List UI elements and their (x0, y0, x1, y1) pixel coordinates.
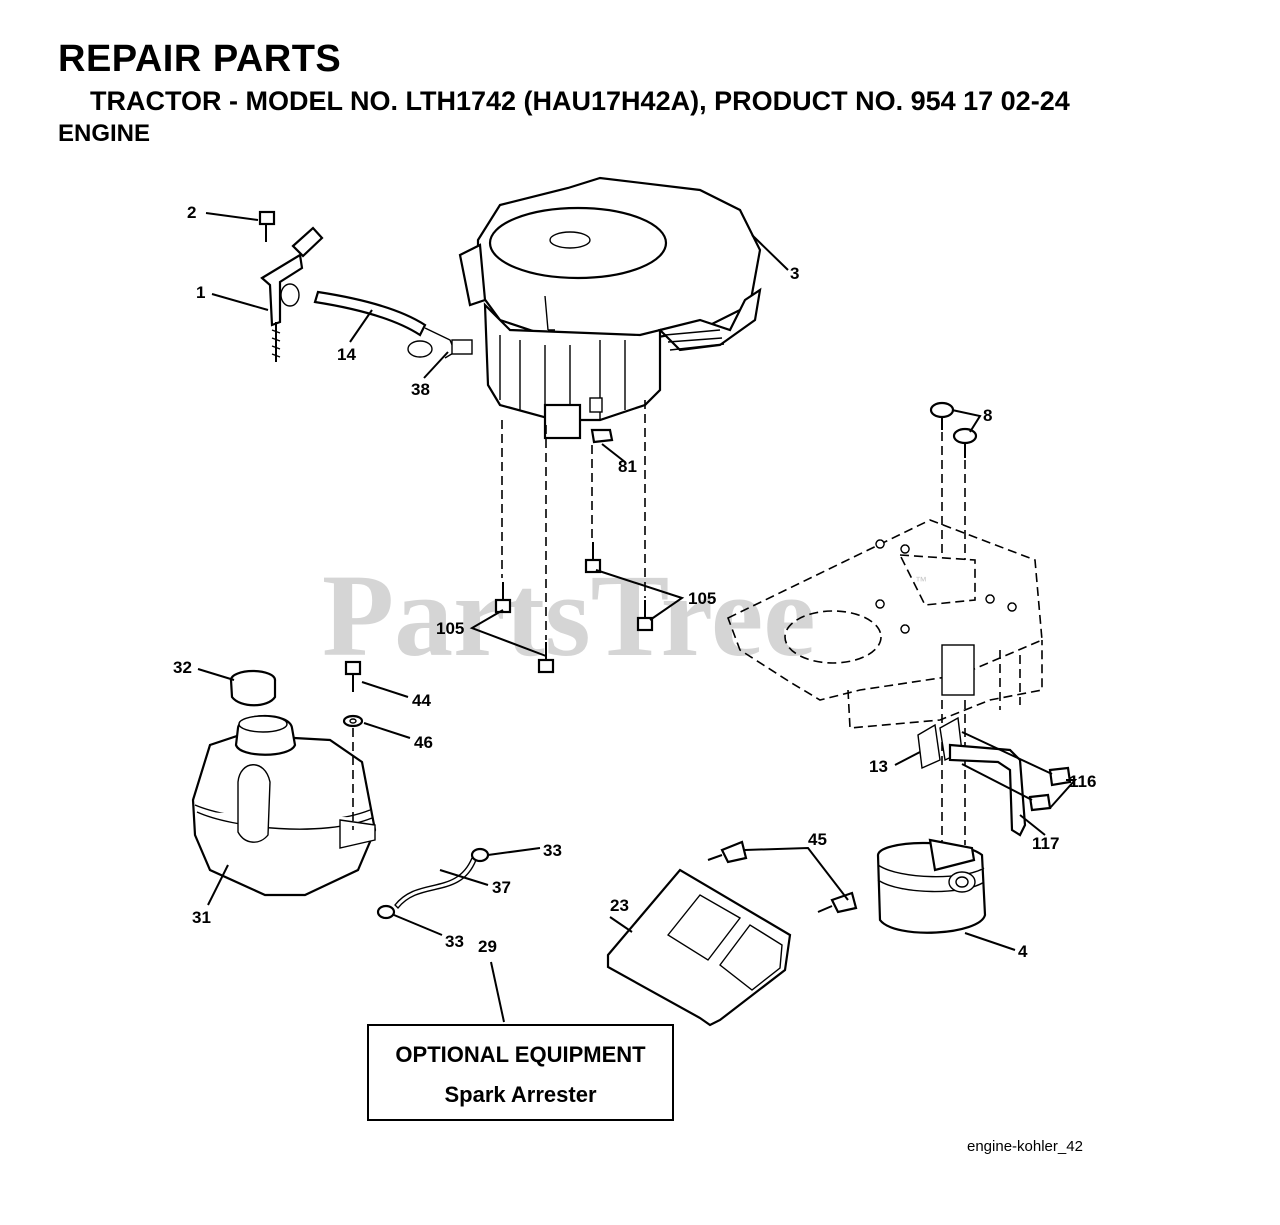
leader-4 (964, 932, 1016, 951)
leader-8 (951, 409, 982, 433)
leader-38 (423, 351, 449, 379)
bolts-105 (494, 542, 654, 674)
throttle-bracket (258, 210, 324, 362)
callout-44: 44 (412, 691, 431, 710)
section-title: ENGINE (58, 120, 151, 147)
page-title: REPAIR PARTS (58, 38, 342, 80)
model-subtitle: TRACTOR - MODEL NO. LTH1742 (HAU17H42A),… (90, 86, 1070, 116)
frame-bolts-8 (929, 401, 978, 458)
tractor-frame (726, 519, 1043, 729)
optional-equipment-item: Spark Arrester (444, 1082, 597, 1107)
muffler (876, 838, 987, 934)
watermark-trademark: ™ (915, 574, 927, 588)
callout-37: 37 (492, 878, 511, 897)
callout-14: 14 (337, 345, 356, 364)
callout-1: 1 (196, 283, 205, 302)
leader-117 (1019, 814, 1046, 836)
leader-32 (197, 668, 235, 681)
leader-46 (363, 722, 411, 739)
diagram-reference: engine-kohler_42 (967, 1138, 1083, 1155)
leader-14 (349, 309, 373, 343)
callout-3: 3 (790, 264, 799, 283)
nut-81 (590, 428, 614, 444)
tank-screw (342, 660, 364, 728)
callout-4: 4 (1018, 942, 1028, 961)
watermark-text: PartsTree (322, 550, 816, 681)
fuel-tank (191, 669, 377, 897)
callout-117: 117 (1032, 834, 1059, 853)
optional-equipment-box: OPTIONAL EQUIPMENT Spark Arrester (367, 1024, 674, 1121)
callout-46: 46 (414, 733, 433, 752)
leader-44 (361, 681, 409, 698)
engine (458, 176, 762, 440)
callout-33-bottom: 33 (445, 932, 464, 951)
leader-33-top (487, 847, 541, 856)
callout-8: 8 (983, 406, 992, 425)
heat-shield (606, 840, 858, 1027)
callout-116: 116 (1069, 772, 1096, 791)
leader-3 (751, 234, 789, 271)
leader-2 (205, 212, 259, 221)
callout-23: 23 (610, 896, 629, 915)
leader-116 (1049, 779, 1078, 809)
callout-38: 38 (411, 380, 430, 399)
leader-23 (609, 916, 633, 933)
callout-32: 32 (173, 658, 192, 677)
callout-33-top: 33 (543, 841, 562, 860)
leader-105-left (469, 609, 547, 657)
callout-13: 13 (869, 757, 888, 776)
callout-105-right: 105 (688, 589, 716, 608)
leader-33-bottom (393, 914, 443, 936)
leader-13 (894, 751, 921, 766)
exhaust-pipe (917, 716, 1072, 837)
callout-29: 29 (478, 937, 497, 956)
leader-45 (744, 846, 849, 901)
fuel-hose (376, 847, 490, 920)
callout-2: 2 (187, 203, 196, 222)
leader-29 (490, 961, 505, 1023)
leader-1 (211, 293, 269, 311)
callout-31: 31 (192, 908, 211, 927)
callout-45: 45 (808, 830, 827, 849)
callout-81: 81 (618, 457, 637, 476)
optional-equipment-title: OPTIONAL EQUIPMENT (395, 1042, 646, 1067)
leader-37 (439, 869, 489, 886)
leader-31 (207, 864, 229, 906)
callout-105-left: 105 (436, 619, 464, 638)
leader-81 (601, 443, 626, 463)
leader-105-right (595, 569, 685, 621)
